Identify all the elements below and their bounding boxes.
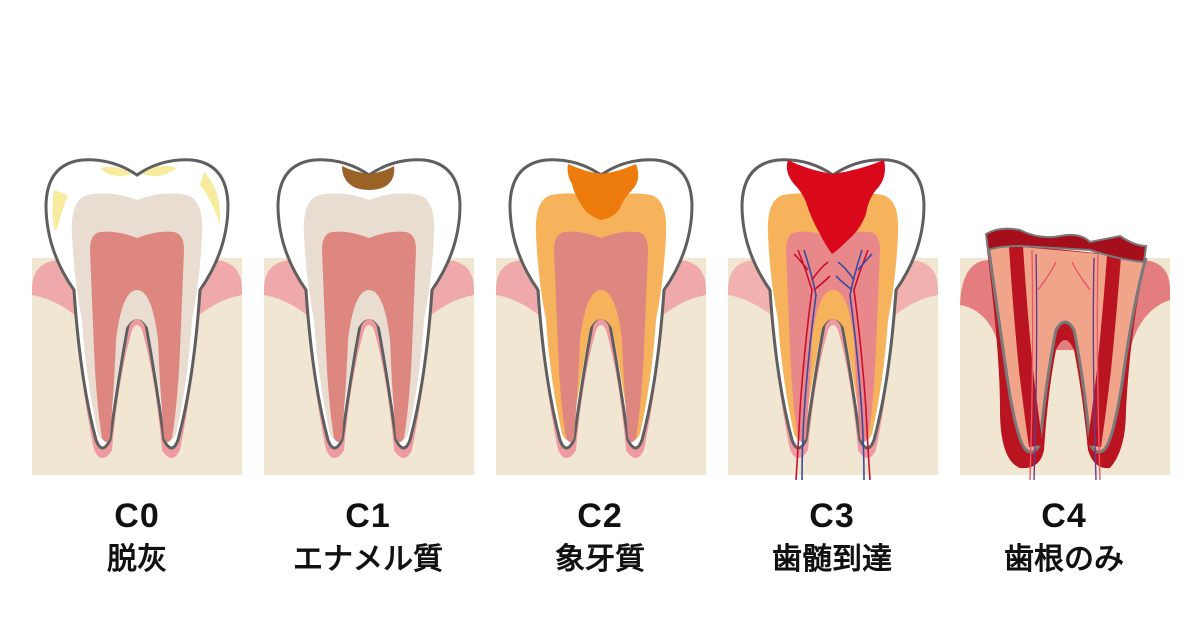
tooth-illustration-c0 [32,150,244,480]
tooth-c4-icon [960,227,1170,481]
tooth-c1-icon [264,158,474,475]
stage-name: 脱灰 [107,542,167,577]
tooth-illustration-c4 [960,150,1172,481]
tooth-c3-icon [728,158,938,481]
stage-label-c0: C0 脱灰 [21,496,253,582]
stage-label-c2: C2 象牙質 [484,496,716,582]
stage-code: C1 [345,497,391,535]
tooth-c2-icon [496,158,706,475]
stage-label-c3: C3 歯髄到達 [716,496,948,582]
stage-name: エナメル質 [293,542,443,577]
tooth-illustration-c2 [496,150,708,480]
stage-code: C0 [114,497,160,535]
tooth-illustration-c3 [728,150,940,481]
stage-name: 象牙質 [555,542,645,577]
stage-label-c1: C1 エナメル質 [252,496,484,582]
stage-code: C4 [1041,497,1087,535]
tooth-illustration-c1 [264,150,476,480]
stage-name: 歯髄到達 [772,542,892,577]
tooth-c0-icon [32,158,242,475]
stage-code: C3 [809,497,855,535]
stage-name: 歯根のみ [1004,542,1124,577]
blood-vessels-icon [1029,249,1101,481]
stage-code: C2 [577,497,623,535]
blood-vessels-icon [793,249,873,481]
stage-label-c4: C4 歯根のみ [948,496,1180,582]
